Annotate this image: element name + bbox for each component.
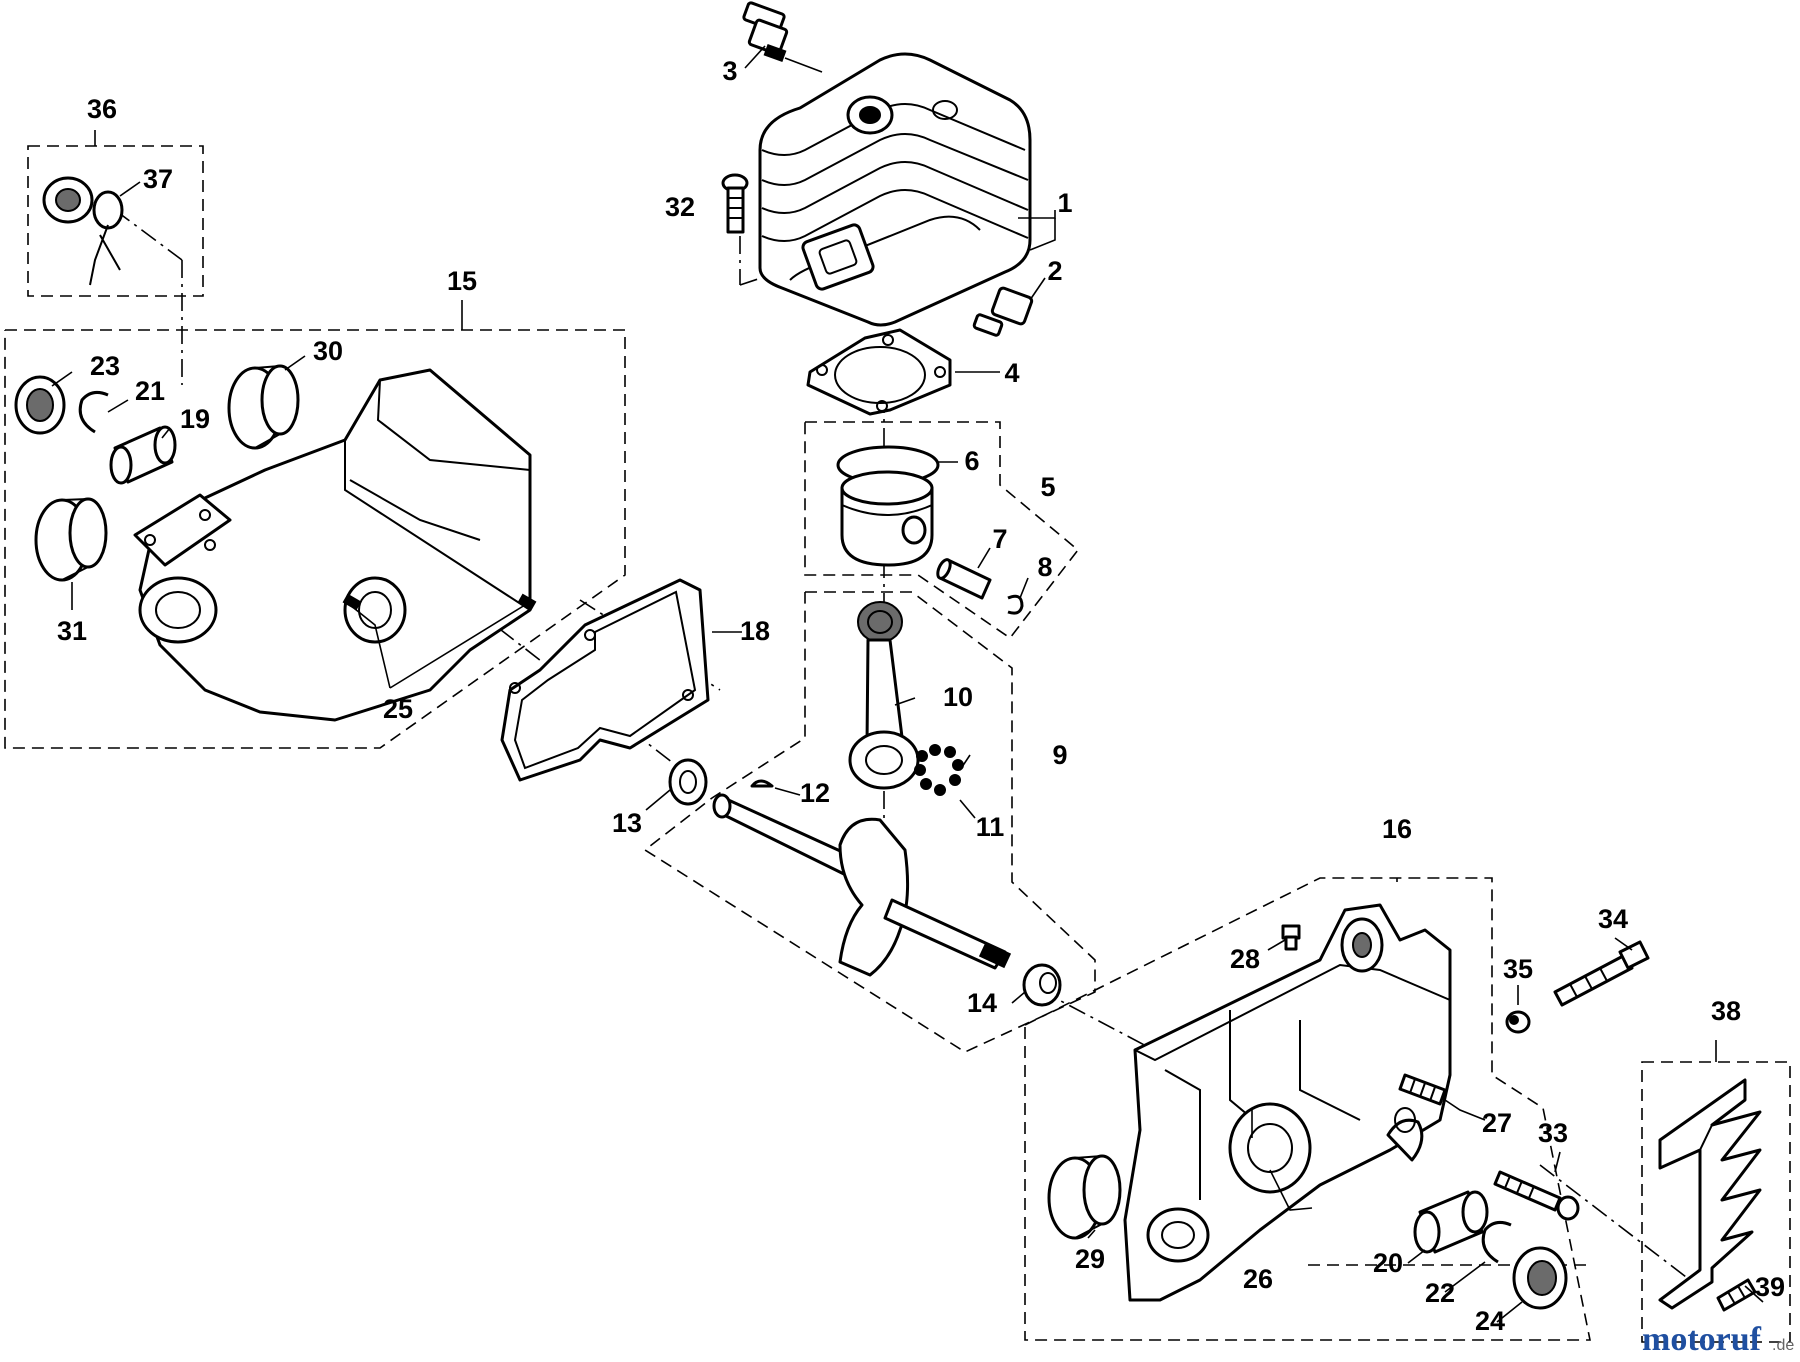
callout-5: 5 (1040, 472, 1055, 502)
part-4-gasket (806, 328, 952, 416)
callout-24: 24 (1475, 1306, 1505, 1336)
part-28-plug (1281, 924, 1301, 951)
part-29-av-mount (1047, 1154, 1122, 1240)
callout-7: 7 (992, 524, 1007, 554)
group-box-16 (1024, 877, 1591, 1341)
watermark-logo: motoruf .de (1642, 1321, 1794, 1358)
part-35-nut (1505, 1010, 1531, 1034)
part-7-pin (936, 558, 992, 600)
part-33-screw (1493, 1170, 1580, 1221)
part-31-av-mount (34, 497, 108, 582)
part-2-fitting (972, 286, 1034, 337)
callout-38: 38 (1711, 996, 1741, 1026)
part-3-spark-plug (742, 1, 823, 73)
part-8-clip (1007, 594, 1024, 615)
part-22-circlip (1481, 1220, 1512, 1264)
callout-9: 9 (1052, 740, 1067, 770)
part-37-spring (89, 190, 124, 286)
callout-13: 13 (612, 808, 642, 838)
callout-23: 23 (90, 351, 120, 381)
axis-line-38 (1539, 1164, 1691, 1281)
callout-30: 30 (313, 336, 343, 366)
part-13-seal (668, 758, 708, 806)
part-16-crankcase-right (1123, 903, 1452, 1302)
group-box-9 (643, 591, 1096, 1053)
callout-33: 33 (1538, 1118, 1568, 1148)
callout-26: 26 (1243, 1264, 1273, 1294)
axis-line-crank-right (1039, 989, 1246, 1099)
callout-6: 6 (964, 446, 979, 476)
callout-25: 25 (383, 694, 413, 724)
part-18-gasket (500, 578, 710, 782)
callout-32: 32 (665, 192, 695, 222)
callout-21: 21 (135, 376, 165, 406)
part-9-crankshaft (712, 793, 1012, 977)
part-15-crankcase-left (133, 368, 532, 722)
callout-16: 16 (1382, 814, 1412, 844)
axis-line-32b (739, 264, 801, 286)
callout-20: 20 (1373, 1248, 1403, 1278)
callout-39: 39 (1755, 1272, 1785, 1302)
callout-19: 19 (180, 404, 210, 434)
part-39-screw (1716, 1278, 1757, 1312)
callout-18: 18 (740, 616, 770, 646)
callout-15: 15 (447, 266, 477, 296)
group-box-5 (804, 421, 1080, 640)
part-19-needle-cage (109, 425, 177, 485)
leader-lines (51, 45, 1764, 1323)
callout-35: 35 (1503, 954, 1533, 984)
watermark-text: motoruf (1642, 1321, 1762, 1358)
axis-line-36-to-15 (114, 209, 183, 261)
callout-labels: 1 2 3 4 5 6 7 8 9 10 11 12 13 14 15 16 1… (57, 56, 1785, 1336)
callout-10: 10 (943, 682, 973, 712)
callout-28: 28 (1230, 944, 1260, 974)
part-14-nut (1022, 963, 1062, 1007)
group-box-15 (4, 329, 626, 749)
part-5-piston (840, 470, 934, 567)
group-box-36 (27, 145, 204, 297)
callout-36: 36 (87, 94, 117, 124)
part-21-circlip (78, 390, 109, 434)
part-10-conrod (848, 601, 920, 790)
part-1-cylinder (758, 52, 1032, 327)
callout-2: 2 (1047, 256, 1062, 286)
callout-14: 14 (967, 988, 997, 1018)
part-32-screw (721, 173, 749, 234)
part-36-pulley (42, 176, 94, 224)
callout-37: 37 (143, 164, 173, 194)
part-20-needle-cage (1413, 1190, 1489, 1254)
callout-29: 29 (1075, 1244, 1105, 1274)
part-34-screw (1553, 940, 1650, 1007)
callout-22: 22 (1425, 1278, 1455, 1308)
callout-11: 11 (976, 812, 1005, 842)
callout-27: 27 (1482, 1108, 1512, 1138)
watermark-suffix: .de (1772, 1337, 1794, 1354)
callout-8: 8 (1037, 552, 1052, 582)
callout-4: 4 (1004, 358, 1019, 388)
part-11-needle-bearing (914, 744, 964, 796)
part-23-bearing (14, 375, 66, 435)
callout-3: 3 (722, 56, 737, 86)
callout-34: 34 (1598, 904, 1628, 934)
part-30-av-mount (227, 364, 300, 450)
part-38-chain-catcher (1658, 1078, 1762, 1310)
callout-12: 12 (800, 778, 830, 808)
part-27-stud (1398, 1073, 1447, 1106)
part-12-key (750, 779, 774, 788)
part-24-bearing (1512, 1246, 1568, 1310)
callout-1: 1 (1057, 188, 1072, 218)
callout-31: 31 (57, 616, 87, 646)
group-box-38 (1641, 1061, 1791, 1343)
